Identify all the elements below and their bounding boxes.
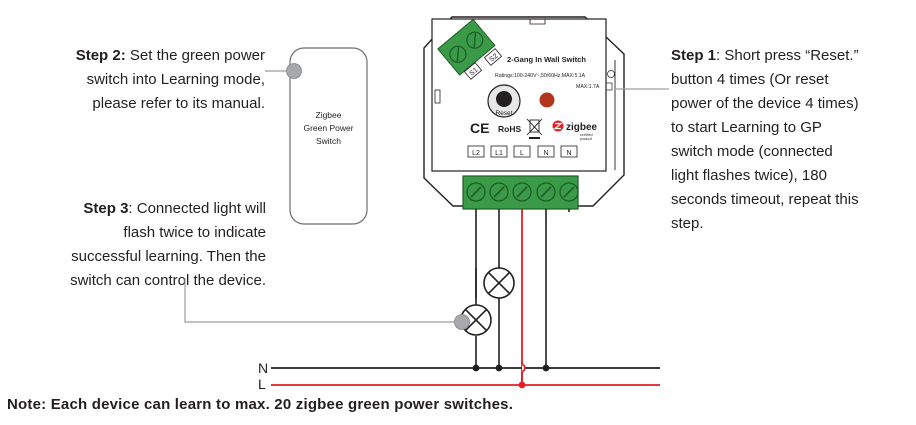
terminal-screw-slot [540,186,552,198]
note-text: Note: Each device can learn to max. 20 z… [7,396,514,413]
step2-text: Step 2: Set the green power switch into … [20,44,265,116]
device-title: 2-Gang In Wall Switch [507,55,586,64]
reset-button-core[interactable] [496,91,512,107]
step1-line4: to start Learning to GP [671,119,822,136]
weee-bin-icon [526,118,543,139]
live-wire-crossover [521,363,526,373]
gp-switch-line1: Zigbee [316,110,342,120]
step1-line6: light flashes twice), 180 [671,167,827,184]
terminal-screw-slot [470,186,482,198]
step2-line3: please refer to its manual. [92,95,265,112]
terminal-label-box [490,145,508,158]
s1-label: S1 [468,67,479,78]
s2-label: S2 [488,53,499,64]
zigbee-sub1: certified [580,133,593,137]
gp-switch-line2: Green Power [303,123,353,133]
terminal-label-l: L [520,150,524,157]
step3-line4: switch can control the device. [70,272,266,289]
junction-l [518,381,526,389]
s-terminal-block [437,18,496,76]
zigbee-sub2: product [580,137,592,141]
step3-leader-line [184,278,455,323]
terminal-label-box [560,145,578,158]
junction-n [542,364,550,372]
green-power-switch-body [289,47,368,225]
step3-label: Step 3 [83,200,129,217]
terminal-screw-slot [563,186,575,198]
n-line-label: N [258,360,268,376]
terminal-label-l1: L1 [495,150,503,157]
rohs-mark: RoHS [498,124,521,134]
step1-line8: step. [671,215,704,232]
junction-l2 [472,364,480,372]
terminal-label-l2: L2 [472,150,480,157]
terminal-label-box [467,145,485,158]
gp-switch-line3: Switch [316,136,341,146]
terminal-label-box [513,145,531,158]
terminal-label-n: N [566,150,571,157]
zigbee-text: zigbee [566,122,598,133]
ce-mark: CE [470,120,489,136]
step3-line2: flash twice to indicate [123,224,266,241]
step3-text: Step 3: Connected light will flash twice… [8,197,266,293]
step1-line1: : Short press “Reset.” [716,47,859,64]
s2-label-box [483,48,503,66]
device-ratings: Ratings:100-240V~,50/60Hz,MAX:5.1A [495,73,586,79]
junction-l1 [495,364,503,372]
lamp-1-icon [483,267,515,299]
step2-line2: switch into Learning mode, [86,71,265,88]
terminal-screw-slot [493,186,505,198]
s1-label-box [463,62,483,80]
status-led [539,92,555,108]
step3-leader-dot [454,314,470,330]
terminal-label-n: N [543,150,548,157]
bulb-icon-2 [605,82,613,91]
step2-label: Step 2: [75,47,126,64]
l-line-label: L [258,376,266,392]
step1-line7: seconds timeout, repeat this [671,191,859,208]
zigbee-logo-icon [552,120,564,132]
step1-line3: power of the device 4 times) [671,95,859,112]
step1-line5: switch mode (connected [671,143,833,160]
bulb-icon-1 [607,70,615,78]
step1-text: Step 1: Short press “Reset.” button 4 ti… [671,44,911,236]
step3-line1: : Connected light will [128,200,266,217]
terminal-screw-slot [516,186,528,198]
terminal-label-box [537,145,555,158]
top-notch [529,19,546,25]
device-max-current: MAX:1.7A [576,84,600,90]
reset-label: Reset [496,110,513,117]
step2-line1: Set the green power [125,47,265,64]
gp-switch-button-dot [286,63,302,79]
step1-label: Step 1 [671,47,717,64]
step3-line3: successful learning. Then the [71,248,266,265]
left-tab [434,89,441,104]
step1-line2: button 4 times (Or reset [671,71,829,88]
